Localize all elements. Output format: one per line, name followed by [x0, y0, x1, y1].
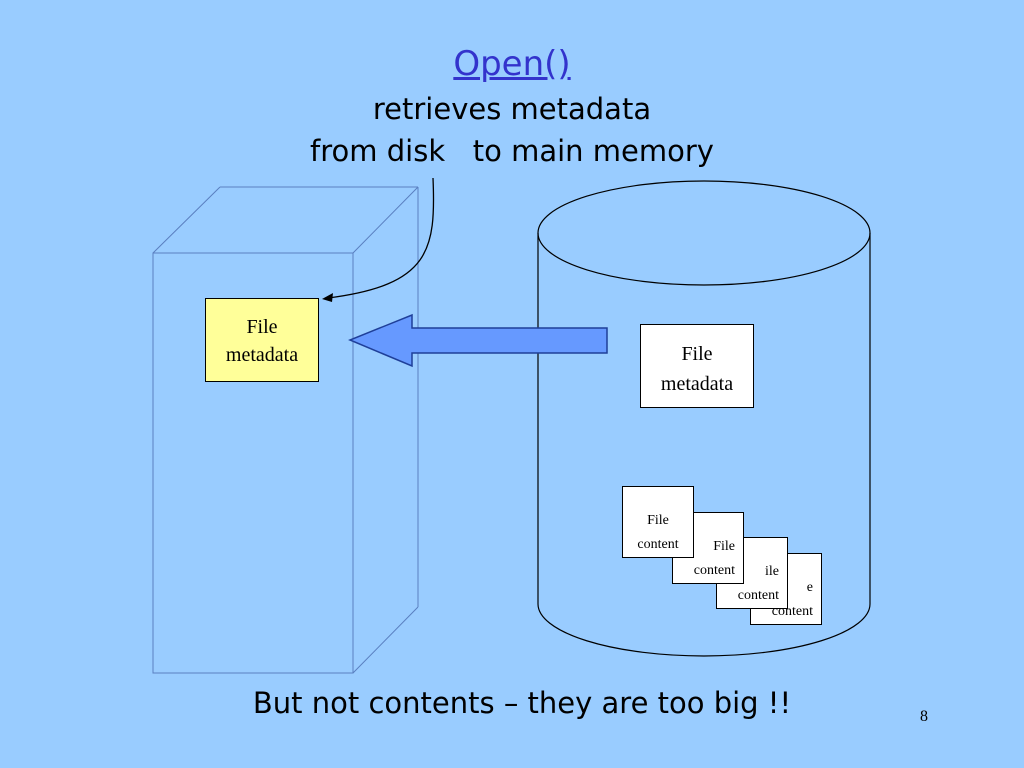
cuboid-front-face — [152, 252, 354, 674]
file-content-card: File content — [622, 486, 694, 558]
disk-cylinder — [537, 180, 871, 657]
subtitle-line-2: from disk to main memory — [310, 134, 714, 168]
file-content-line1: e — [806, 580, 813, 595]
main-memory-cuboid — [152, 186, 419, 674]
subtitle-line-1: retrieves metadata — [372, 92, 652, 126]
cuboid-edge — [352, 606, 419, 674]
file-content-line1: File — [713, 539, 735, 554]
file-content-line1: ile — [765, 564, 779, 579]
bottom-caption: But not contents – they are too big !! — [252, 686, 792, 720]
page-number: 8 — [920, 708, 928, 725]
cuboid-edge — [352, 186, 419, 254]
disk-file-metadata-box: File metadata — [640, 324, 754, 408]
cylinder-bottom — [537, 603, 871, 657]
disk-metadata-line1: File — [681, 343, 713, 365]
curved-pointer-arrow — [327, 177, 435, 299]
curved-pointer-arrowhead — [322, 293, 333, 302]
file-content-line1: File — [647, 513, 669, 528]
title-link[interactable]: Open() — [453, 44, 571, 84]
file-content-line2: content — [693, 563, 735, 578]
file-content-line2: content — [737, 588, 779, 603]
cylinder-top — [537, 180, 871, 286]
cuboid-edge — [152, 186, 221, 254]
block-arrow — [348, 313, 608, 368]
memory-metadata-line2: metadata — [225, 344, 299, 366]
memory-metadata-line1: File — [246, 316, 278, 338]
file-content-line2: content — [637, 537, 679, 552]
disk-metadata-line2: metadata — [660, 373, 734, 395]
memory-file-metadata-box: File metadata — [205, 298, 319, 382]
